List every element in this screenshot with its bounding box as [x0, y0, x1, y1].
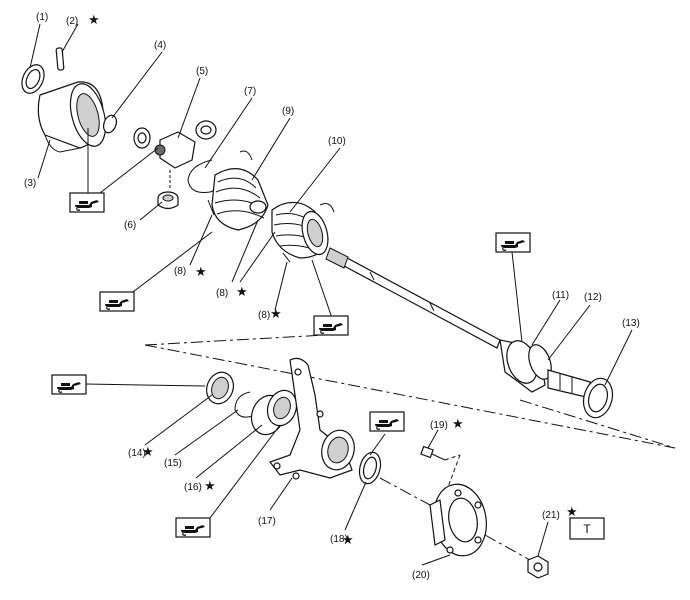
star-part-19: ★: [452, 417, 464, 432]
grease-gun-icon: [99, 291, 135, 312]
label-part-18: (18): [330, 534, 348, 545]
snap-ring-part-4: [102, 114, 118, 134]
grease-gun-icon: [495, 232, 531, 253]
joint-housing-part-3: [37, 81, 107, 153]
label-part-8a: (8): [174, 266, 186, 277]
label-part-21: (21): [542, 510, 560, 521]
torque-box: T: [569, 517, 605, 540]
star-part-8a: ★: [195, 265, 207, 280]
drive-shaft: [325, 247, 501, 349]
label-part-6: (6): [124, 220, 136, 231]
replace-part-stars: ★ ★ ★ ★ ★ ★ ★ ★ ★: [88, 13, 578, 548]
label-part-5: (5): [196, 66, 208, 77]
star-part-8b: ★: [236, 285, 248, 300]
outboard-joint-parts-11-12: [499, 339, 591, 399]
grease-gun-icon: [313, 315, 349, 336]
pin-part-2: [55, 47, 65, 71]
label-part-2: (2): [66, 16, 78, 27]
seal-part-13: [582, 377, 614, 419]
hub-bolt-part-19: [420, 445, 461, 496]
reference-plane-lines: [144, 334, 676, 449]
oil-seal-part-18: [358, 451, 382, 485]
star-part-16: ★: [204, 479, 216, 494]
torque-box-text: T: [583, 522, 591, 536]
label-part-3: (3): [24, 178, 36, 189]
knuckle-part-17: [269, 357, 355, 480]
label-part-19: (19): [430, 420, 448, 431]
hub-part-20: [379, 477, 531, 561]
oil-seal-part-14: [206, 371, 234, 405]
label-part-14: (14): [128, 448, 146, 459]
label-part-9: (9): [282, 106, 294, 117]
grease-gun-icon: [175, 517, 211, 538]
boot-part-9: [211, 168, 269, 231]
grease-gun-icon: [51, 374, 87, 395]
roller-part-6: [157, 191, 179, 210]
label-part-10: (10): [328, 136, 346, 147]
star-part-2: ★: [88, 13, 100, 28]
spider-assembly-part-5: [133, 120, 217, 188]
part-labels: (1) (2) (3) (4) (5) (6) (7) (9) (10) (8)…: [24, 12, 640, 581]
leader-lines: [29, 23, 633, 566]
star-part-14: ★: [142, 445, 154, 460]
label-part-8c: (8): [258, 310, 270, 321]
bearing-part-16: [250, 389, 298, 436]
label-part-13: (13): [622, 318, 640, 329]
label-part-15: (15): [164, 458, 182, 469]
star-part-18: ★: [342, 533, 354, 548]
label-part-12: (12): [584, 292, 602, 303]
grease-gun-icon: [69, 192, 105, 213]
grease-gun-icon: [369, 411, 405, 432]
axle-nut-part-21: [527, 555, 549, 579]
label-part-1: (1): [36, 12, 48, 23]
label-part-17: (17): [258, 516, 276, 527]
label-part-16: (16): [184, 482, 202, 493]
boot-part-10: [271, 201, 329, 259]
label-part-4: (4): [154, 40, 166, 51]
star-part-8c: ★: [270, 307, 282, 322]
label-part-8b: (8): [216, 288, 228, 299]
snap-ring-part-1: [21, 64, 45, 94]
label-part-20: (20): [412, 570, 430, 581]
snap-ring-part-15: [234, 391, 253, 418]
star-part-21: ★: [566, 505, 578, 520]
label-part-7: (7): [244, 86, 256, 97]
label-part-11: (11): [552, 290, 569, 301]
boot-band-parts-8: [207, 150, 335, 263]
grease-arrows: [85, 128, 523, 519]
